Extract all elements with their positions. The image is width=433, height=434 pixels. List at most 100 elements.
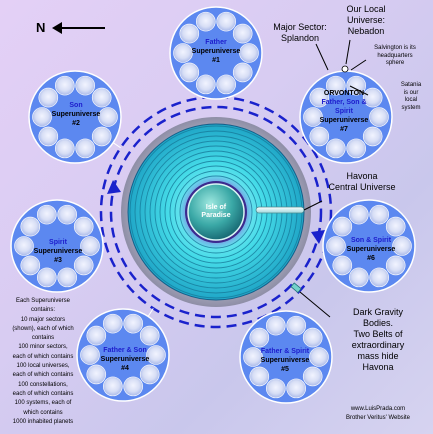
major-sector — [385, 255, 406, 276]
superuniverse-7-word: Superuniverse — [319, 117, 369, 124]
gravity-line-1: Dark Gravity — [352, 307, 403, 317]
major-sector — [286, 315, 306, 336]
major-sector — [369, 107, 389, 127]
superuniverse-6-core — [346, 223, 392, 269]
superuniverse-5-label: Father & Spirit Superuniverse #5 — [247, 347, 323, 374]
major-sector — [243, 347, 263, 367]
major-sector — [80, 345, 100, 365]
local-universe-line-1: Our Local — [346, 4, 386, 14]
gravity-line-5: mass hide — [357, 351, 399, 361]
major-sector — [232, 23, 253, 44]
major-sector — [216, 74, 236, 95]
major-sector — [57, 204, 77, 225]
satania-callout: Satania is our local system — [392, 82, 430, 112]
connector-4 — [147, 308, 154, 317]
major-sector — [332, 255, 353, 276]
major-sector — [73, 255, 94, 276]
local-universe-line-2: Universe: — [346, 15, 385, 25]
salvington-line-3: sphere — [385, 60, 405, 66]
contains-line-11: each of which contains — [12, 390, 74, 397]
paradise-line-2: Paradise — [201, 212, 231, 219]
superuniverse-1-label: Father Superuniverse #1 — [183, 38, 249, 65]
local-universe-callout: Our Local Universe: Nebadon — [334, 4, 398, 37]
major-sector-line-1: Major Sector: — [273, 22, 327, 32]
major-sector — [80, 236, 100, 256]
salvington-line-2: headquarters — [377, 52, 413, 59]
havona-pointer — [255, 200, 323, 214]
major-sector — [139, 325, 160, 346]
superuniverse-7 — [299, 70, 393, 164]
major-sector — [392, 236, 412, 256]
contains-line-5: contains — [31, 335, 55, 342]
major-sector — [362, 87, 383, 108]
superuniverse-7-label: ORVONTON Father, Son & Spirit Superunive… — [306, 89, 382, 134]
superuniverse-1-core — [193, 30, 239, 76]
superuniverse-4-core — [100, 332, 146, 378]
contains-line-10: 100 constellations, — [18, 381, 68, 388]
superuniverse-7-core — [323, 94, 369, 140]
satania-line-4: system — [401, 104, 421, 111]
contains-line-13: which contains — [23, 409, 63, 416]
isle-of-paradise — [187, 183, 245, 241]
superuniverse-5 — [239, 310, 333, 404]
major-sector — [326, 75, 346, 96]
major-sector — [349, 204, 369, 225]
major-sector — [123, 313, 143, 334]
major-sector — [326, 236, 346, 256]
superuniverse-4-label: Father & Son Superuniverse #4 — [92, 346, 158, 373]
callout-lines — [315, 39, 369, 96]
north-arrow-icon — [52, 22, 105, 34]
contains-line-8: 100 local universes, — [16, 363, 70, 370]
superuniverse-1-number: #1 — [212, 57, 220, 64]
major-sector — [73, 216, 94, 237]
website-url[interactable]: www.LuisPrada.com — [350, 406, 406, 412]
major-sector — [91, 87, 112, 108]
superuniverse-7-name-line-2: Spirit — [335, 108, 353, 115]
compass-north-label: N — [36, 20, 46, 35]
major-sector — [232, 62, 253, 83]
contains-line-7: each of which contains — [12, 353, 74, 360]
major-sector — [362, 126, 383, 147]
major-sector — [369, 267, 389, 288]
major-sector-line-2: Splandon — [280, 33, 320, 43]
major-sector — [20, 216, 41, 237]
superuniverse-3-word: Superuniverse — [33, 248, 83, 255]
gravity-line-2: Bodies. — [362, 318, 394, 328]
major-sector — [346, 75, 366, 96]
superuniverse-5-core — [263, 334, 309, 380]
contains-line-4: (shown), each of which — [12, 325, 74, 332]
superuniverse-6-label: Son & Spirit Superuniverse #6 — [338, 236, 404, 263]
satania-line-3: local — [404, 97, 418, 103]
superuniverse-6 — [322, 199, 416, 293]
major-sector — [20, 255, 41, 276]
superuniverse-3-label: Spirit Superuniverse #3 — [25, 238, 91, 265]
outer-dashed-orbit — [99, 95, 333, 329]
major-sector — [103, 313, 123, 334]
website-credit: www.LuisPrada.com Brother Veritus' Websi… — [326, 405, 430, 423]
superuniverse-1 — [169, 6, 263, 100]
superuniverse-3 — [10, 199, 104, 293]
major-sector — [309, 347, 329, 367]
major-sector — [286, 378, 306, 399]
contains-line-3: 10 major sectors — [20, 316, 66, 323]
superuniverse-3-name: Spirit — [49, 239, 67, 246]
superuniverse-contents-note: Each Superuniverse contains: 10 major se… — [0, 297, 86, 427]
superuniverse-3-core — [34, 223, 80, 269]
superuniverse-5-word: Superuniverse — [260, 357, 310, 364]
major-sector-callout: Major Sector: Splandon — [262, 22, 338, 44]
major-sector — [302, 366, 323, 387]
major-sector — [266, 315, 286, 336]
havona-line-2: Central Universe — [328, 182, 396, 192]
major-sector — [196, 74, 216, 95]
superuniverse-4-word: Superuniverse — [100, 356, 150, 363]
major-sector — [103, 376, 123, 397]
major-sector — [216, 11, 236, 32]
havona-line-1: Havona — [346, 171, 378, 181]
superuniverse-6-name: Son & Spirit — [350, 237, 392, 244]
superuniverse-7-number: #7 — [340, 126, 348, 133]
major-sector — [239, 43, 259, 63]
major-sector — [38, 126, 59, 147]
major-sector — [32, 107, 52, 127]
superuniverse-3-number: #3 — [54, 257, 62, 264]
superuniverse-1-name: Father — [205, 39, 227, 46]
